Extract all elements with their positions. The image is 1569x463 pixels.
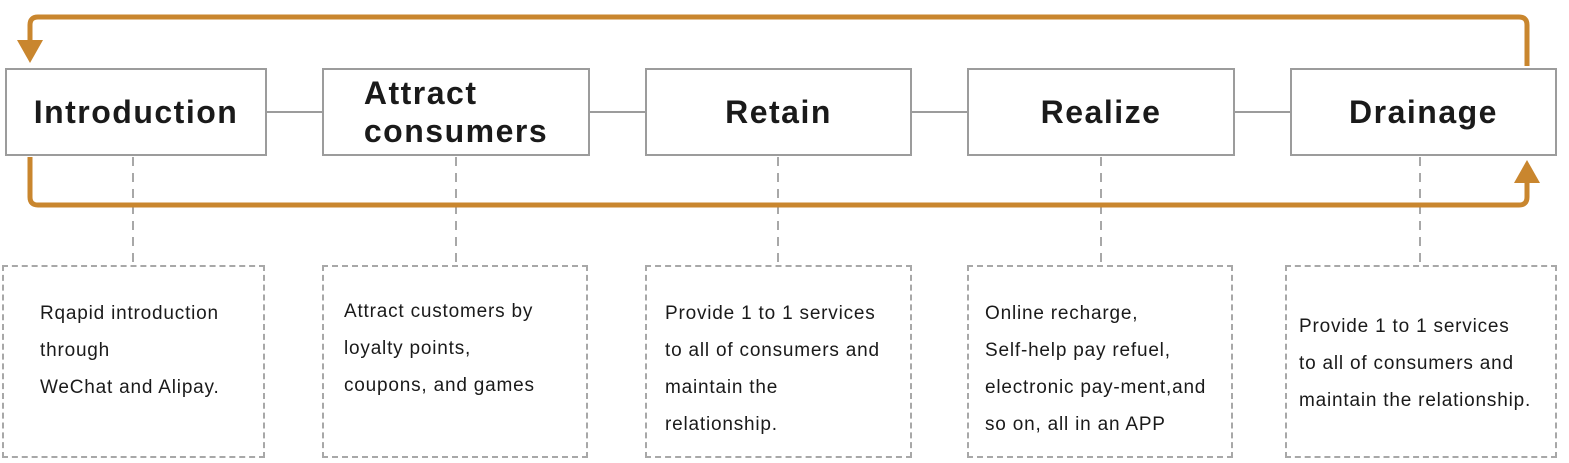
description-line: Self-help pay refuel, (985, 340, 1171, 361)
stage-link-attract-retain (590, 111, 645, 113)
description-line: WeChat and Alipay. (40, 377, 220, 398)
description-line: maintain the relationship. (1299, 390, 1532, 411)
description-line: relationship. (665, 414, 778, 435)
description-box-introduction: Rqapid introduction through WeChat and A… (2, 265, 265, 458)
description-box-realize: Online recharge, Self-help pay refuel, e… (967, 265, 1233, 458)
description-line: maintain the (665, 377, 779, 398)
stage-link-introduction-attract (267, 111, 322, 113)
description-line: to all of consumers and (1299, 353, 1514, 374)
description-line: so on, all in an APP (985, 414, 1166, 435)
stage-link-retain-realize (912, 111, 967, 113)
description-box-drainage: Provide 1 to 1 services to all of consum… (1285, 265, 1557, 458)
arrow-up-icon (1514, 160, 1540, 183)
description-line: coupons, and games (344, 375, 535, 396)
description-box-attract-consumers: Attract customers by loyalty points, cou… (322, 265, 588, 458)
description-line: Provide 1 to 1 services (665, 303, 876, 324)
stage-box-retain: Retain (645, 68, 912, 156)
return-loop-path (27, 14, 1530, 66)
stage-box-attract-consumers: Attract consumers (322, 68, 590, 156)
stage-box-realize: Realize (967, 68, 1235, 156)
description-line: through (40, 340, 111, 361)
description-line: Provide 1 to 1 services (1299, 316, 1510, 337)
description-line: Online recharge, (985, 303, 1139, 324)
description-line: electronic pay-ment,and (985, 377, 1207, 398)
stage-title-realize: Realize (1040, 93, 1162, 130)
description-line: loyalty points, (344, 338, 472, 359)
stage-title-drainage: Drainage (1349, 93, 1498, 130)
stage-title-attract-consumers: Attract consumers (363, 74, 549, 149)
stage-box-drainage: Drainage (1290, 68, 1557, 156)
stage-link-realize-drainage (1235, 111, 1290, 113)
stage-title-retain: Retain (725, 93, 832, 130)
description-line: Rqapid introduction (40, 303, 219, 324)
stage-box-introduction: Introduction (5, 68, 267, 156)
description-line: to all of consumers and (665, 340, 880, 361)
arrow-down-icon (17, 40, 43, 63)
description-box-retain: Provide 1 to 1 services to all of consum… (645, 265, 912, 458)
forward-loop-path (27, 157, 1530, 208)
stage-title-introduction: Introduction (33, 93, 239, 130)
description-line: Attract customers by (344, 301, 534, 322)
